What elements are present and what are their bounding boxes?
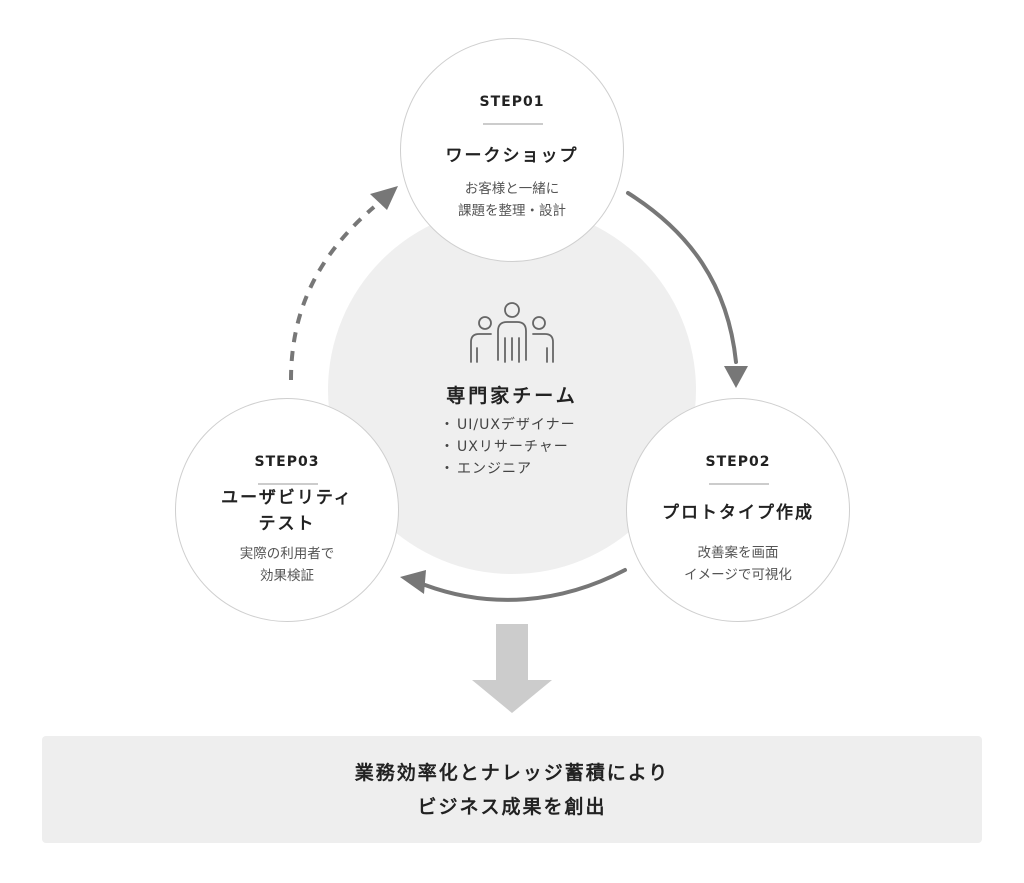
arrowhead-step2-to-step3 [400,570,426,594]
result-box: 業務効率化とナレッジ蓄積により ビジネス成果を創出 [42,736,982,843]
step-divider [483,123,543,125]
team-title: 専門家チーム [446,385,578,407]
team-member: エンジニア [440,458,576,480]
step-title: プロトタイプ作成 [662,503,814,523]
result-line-2: ビジネス成果を創出 [417,796,607,818]
down-arrow-head [472,680,552,713]
result-line-1: 業務効率化とナレッジ蓄積により [354,762,670,784]
down-arrow-shaft [496,624,528,681]
step-description: 改善案を画面 イメージで可視化 [684,545,792,583]
step-title: ワークショップ [445,146,579,166]
step-01-circle: STEP01 ワークショップ お客様と一緒に 課題を整理・設計 [400,38,624,262]
team-member: UI/UXデザイナー [440,414,576,436]
step-title: ユーザビリティ テスト [221,488,353,534]
step-label: STEP03 [254,454,320,470]
step-description: お客様と一緒に 課題を整理・設計 [458,181,566,219]
team-icon [470,302,554,363]
step-label: STEP01 [479,94,545,110]
step-02-circle: STEP02 プロトタイプ作成 改善案を画面 イメージで可視化 [626,398,850,622]
team-member-list: UI/UXデザイナー UXリサーチャー エンジニア [440,414,576,480]
step-divider [709,483,769,485]
arrow-step2-to-step3 [423,568,627,602]
arrowhead-step3-to-step1 [370,186,398,210]
arrowhead-step1-to-step2 [724,366,748,388]
team-member: UXリサーチャー [440,436,576,458]
arrow-step3-to-step1 [289,205,376,381]
arrow-step1-to-step2 [626,191,738,364]
step-divider [258,483,318,485]
step-description: 実際の利用者で 効果検証 [239,546,335,584]
step-03-circle: STEP03 ユーザビリティ テスト 実際の利用者で 効果検証 [175,398,399,622]
step-label: STEP02 [705,454,771,470]
